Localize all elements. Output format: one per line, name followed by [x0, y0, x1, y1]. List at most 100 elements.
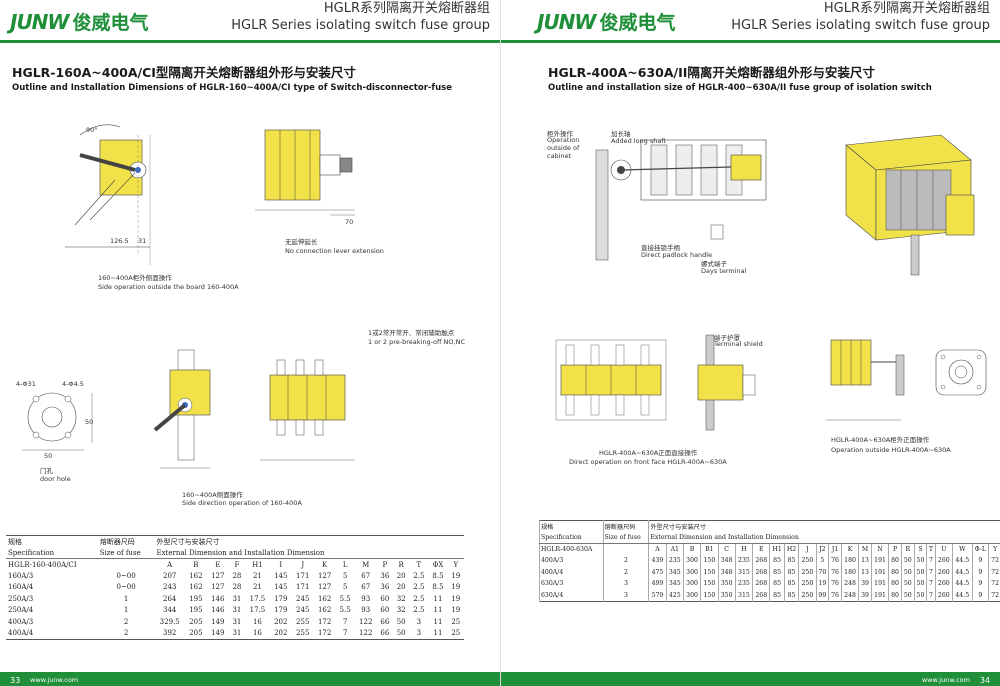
table-cell: 5: [342, 583, 348, 592]
table-cell: 260: [934, 589, 953, 601]
th-spec-cn: 规格: [8, 537, 22, 546]
table-cell: 44.5: [951, 566, 973, 578]
dim-70: 70: [345, 218, 354, 226]
table-cell: 31: [232, 594, 242, 603]
table-cell: 1: [123, 594, 129, 603]
header-rule-right: [501, 40, 1000, 43]
table-cell: 11: [433, 629, 443, 637]
column-header: P: [888, 543, 902, 555]
table-cell: 32: [396, 594, 406, 603]
table-cell: 11: [433, 617, 443, 626]
column-header: E: [752, 543, 770, 555]
table-model-right: HGLR-400-630A: [539, 543, 604, 555]
dim-angle: 90°: [86, 126, 98, 134]
table-cell: 191: [870, 566, 889, 578]
brand-name: 俊威电气: [72, 12, 149, 34]
caption-shaft-cn: 加长轴: [611, 130, 631, 138]
brand-name-right: 俊威电气: [599, 12, 676, 34]
column-header: A1: [665, 543, 684, 555]
table-cell: 400A/3: [539, 555, 604, 567]
table-cell: 80: [888, 555, 902, 567]
drawing-side-operation: [65, 124, 151, 265]
th-dim-en: External Dimension and Installation Dime…: [154, 547, 464, 559]
header-title-cn: HGLR系列隔离开关熔断器组: [323, 1, 490, 16]
table-cell: 205: [189, 617, 203, 626]
table-cell: 85: [769, 578, 785, 590]
dim-50-b: 50: [44, 452, 53, 460]
header-title-cn-right: HGLR系列隔离开关熔断器组: [823, 1, 990, 16]
table-cell: 0~00: [116, 583, 136, 592]
table-cell: 350: [717, 589, 736, 601]
table-cell: 191: [870, 555, 889, 567]
table-cell: 19: [451, 606, 461, 615]
table-cell: 235: [665, 555, 684, 567]
table-cell: 345: [665, 566, 684, 578]
table-cell: 150: [700, 555, 719, 567]
table-cell: 300: [682, 555, 701, 567]
caption-shield-cn: 端子护罩: [714, 334, 740, 342]
table-cell: 160A/4: [8, 583, 34, 592]
table-cell: 191: [870, 578, 889, 590]
table-cell: 85: [783, 555, 799, 567]
column-header: T: [416, 560, 422, 569]
table-cell: 28: [232, 583, 242, 592]
column-header: B: [682, 543, 701, 555]
column-header: A: [167, 560, 173, 569]
caption-pad-cn: 直接挂锁手柄: [641, 244, 680, 252]
table-cell: 50: [913, 555, 927, 567]
table-cell: 202: [274, 629, 288, 637]
column-header: I: [279, 560, 283, 569]
drawing-no-extension: [255, 129, 355, 216]
header-right: HGLR系列隔离开关熔断器组 HGLR Series isolating swi…: [731, 0, 990, 34]
table-cell: 72: [988, 555, 1000, 567]
table-cell: 50: [900, 566, 915, 578]
page-number-left: 33: [6, 676, 25, 685]
table-cell: 260: [934, 566, 953, 578]
table-cell: 268: [752, 555, 770, 567]
table-cell: 150: [700, 566, 719, 578]
header-title-en-right: HGLR Series isolating switch fuse group: [731, 18, 990, 33]
table-cell: 250: [798, 578, 817, 590]
table-cell: 630A/4: [539, 589, 604, 601]
table-cell: 425: [665, 589, 684, 601]
table-cell: 400A/3: [8, 617, 34, 626]
table-cell: 172: [317, 617, 332, 626]
caption-op-en: Operation outside of cabinet: [547, 136, 580, 160]
table-cell: 25: [451, 617, 461, 626]
table-cell: 146: [211, 594, 225, 603]
table-cell: 50: [913, 589, 927, 601]
drawing-side-direction: [153, 349, 211, 469]
column-header: Y: [988, 543, 1000, 555]
table-cell: 72: [988, 566, 1000, 578]
table-cell: 13: [858, 555, 872, 567]
table-cell: 8.5: [432, 583, 444, 592]
th-dim-en-right: External Dimension and Installation Dime…: [648, 532, 1000, 544]
caption-aux-cn: 1或2常开常开、常闭辅助触点: [368, 329, 455, 337]
table-cell: 345: [665, 578, 684, 590]
column-header: H: [734, 543, 753, 555]
table-cell: 400A/4: [539, 566, 604, 578]
brand-mark: JUNW: [10, 9, 69, 34]
table-cell: 31: [232, 629, 242, 637]
table-cell: 207: [163, 571, 177, 580]
table-cell: 5.5: [339, 606, 351, 615]
table-cell: 400A/4: [8, 629, 34, 637]
table-cell: 195: [189, 606, 203, 615]
table-cell: 0~00: [116, 571, 136, 580]
table-cell: 66: [380, 617, 390, 626]
column-header: F: [234, 560, 240, 569]
table-cell: 13: [858, 566, 872, 578]
caption-front-en: Direct operation on front face HGLR-400A…: [569, 458, 727, 466]
table-cell: 76: [828, 566, 842, 578]
table-cell: 50: [913, 578, 927, 590]
table-cell: 329.5: [159, 617, 180, 626]
caption-top-en: Side operation outside the board 160-400…: [98, 283, 239, 291]
brand-logo: JUNW 俊威电气: [10, 8, 149, 35]
table-cell: 260: [934, 578, 953, 590]
table-cell: 348: [717, 566, 736, 578]
table-cell: 9: [971, 589, 989, 601]
table-cell: 160A/3: [8, 571, 34, 580]
